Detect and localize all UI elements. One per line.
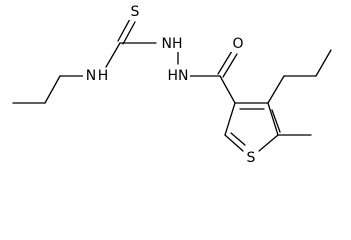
- bond-thione-double-2: [122, 21, 136, 45]
- bond-propyl-c1-c2: [44, 75, 61, 104]
- bond-ring-c2-s: [224, 134, 244, 152]
- bond-ring-c3-c2: [224, 102, 236, 136]
- bond-carbonyl-ring: [219, 75, 236, 104]
- bond-ring-c4-c5: [267, 102, 279, 136]
- bond-c-nh-amine: [105, 42, 121, 68]
- bond-ring-c5-s: [258, 134, 279, 152]
- atom-hydrazine-hn: HN: [168, 68, 189, 84]
- atom-thione-s: S: [131, 4, 140, 20]
- bond-ring-c4-c5-inner: [271, 109, 281, 133]
- bond-ring-ethyl-c1: [267, 75, 285, 104]
- bond-carbonyl-double-1: [217, 50, 233, 75]
- atom-thioamide-n: N: [86, 68, 96, 84]
- molecule-diagram: S NH N H HN O S: [12, 4, 332, 166]
- bond-ring-c2-s-inner: [230, 132, 246, 146]
- bond-carbonyl-double-2: [222, 53, 238, 78]
- atom-hydrazine-nh: NH: [162, 36, 183, 52]
- bond-thione-double-1: [117, 18, 131, 42]
- atom-thioamide-h: H: [98, 68, 109, 84]
- atom-carbonyl-o: O: [232, 36, 243, 52]
- bond-ethyl-c2-c3: [315, 49, 332, 77]
- atom-ring-s: S: [247, 150, 256, 166]
- structure-svg: S NH N H HN O S: [12, 4, 332, 166]
